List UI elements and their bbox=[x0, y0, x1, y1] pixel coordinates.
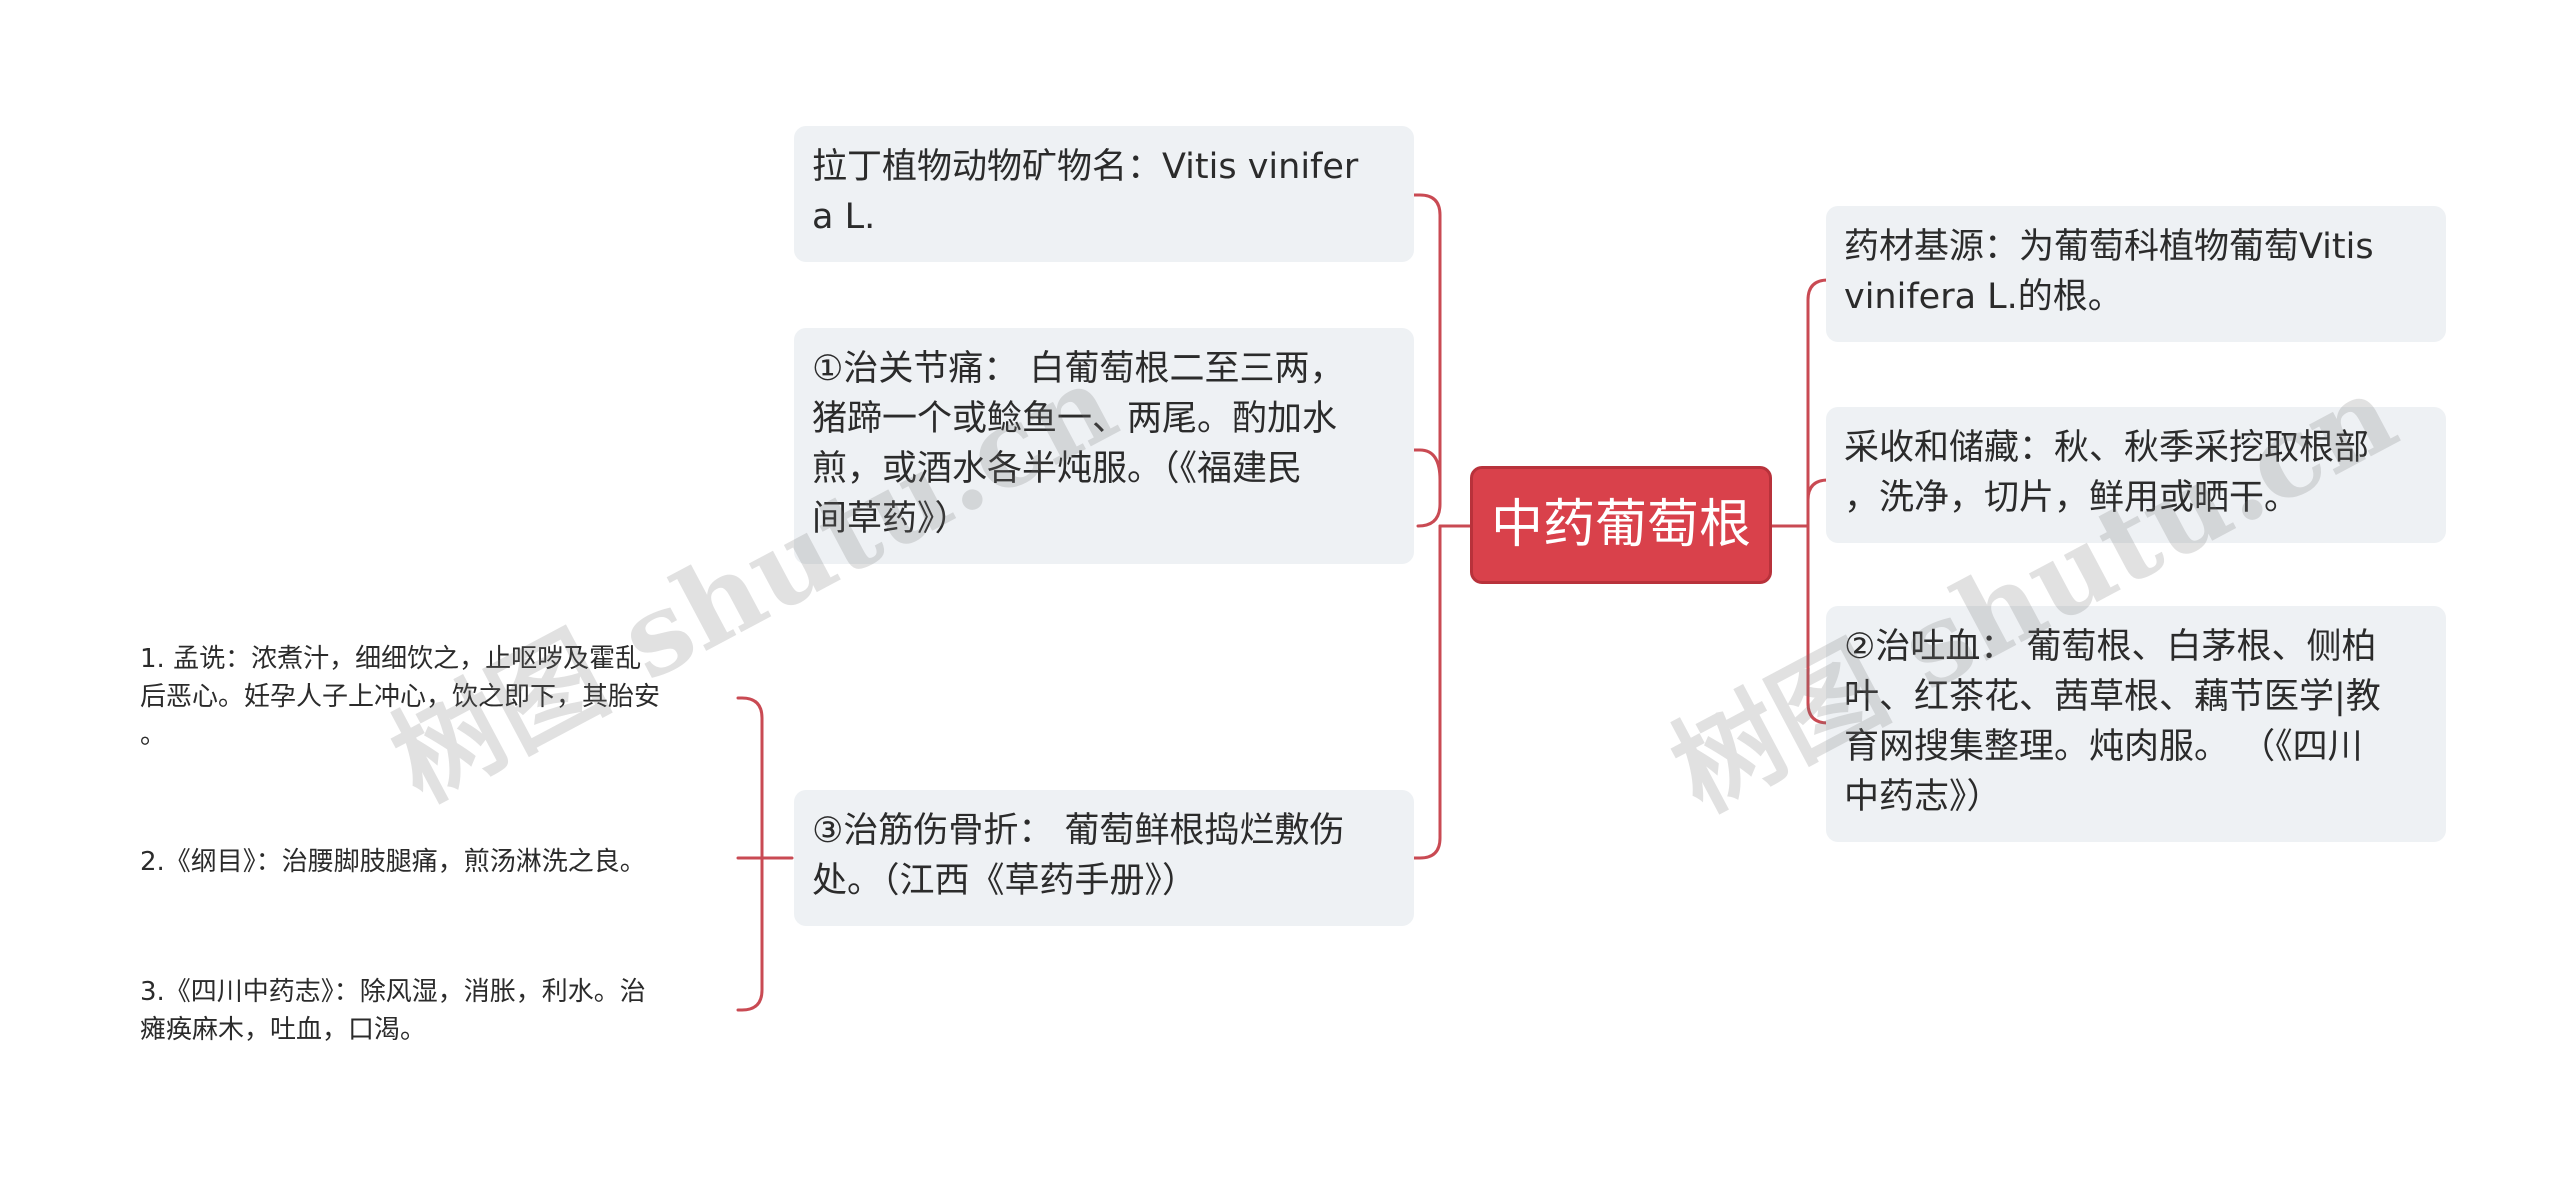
branch-source[interactable]: 药材基源：为葡萄科植物葡萄Vitis vinifera L.的根。 bbox=[1826, 206, 2446, 342]
branch-fracture[interactable]: ③治筋伤骨折： 葡萄鲜根捣烂敷伤 处。（江西《草药手册》） bbox=[794, 790, 1414, 926]
leaf-item-1[interactable]: 1. 孟诜：浓煮汁，细细饮之，止呕哕及霍乱 后恶心。妊孕人子上冲心，饮之即下，其… bbox=[140, 644, 661, 750]
branch-hemoptysis[interactable]: ②治吐血： 葡萄根、白茅根、侧柏 叶、红茶花、茜草根、藕节医学|教 育网搜集整理… bbox=[1826, 606, 2446, 842]
connector-leaf-3 bbox=[736, 856, 764, 1012]
connector-left-2 bbox=[1406, 448, 1442, 482]
branch-latin-name[interactable]: 拉丁植物动物矿物名：Vitis vinifer a L. bbox=[794, 126, 1414, 262]
leaf-item-3[interactable]: 3.《四川中药志》：除风湿，消胀，利水。治 瘫痪麻木，吐血，口渴。 bbox=[140, 977, 646, 1045]
branch-joint-pain[interactable]: ①治关节痛： 白葡萄根二至三两， 猪蹄一个或鲶鱼一、两尾。酌加水 煎，或酒水各半… bbox=[794, 328, 1414, 564]
leaf-item-2[interactable]: 2.《纲目》：治腰脚肢腿痛，煎汤淋洗之良。 bbox=[140, 847, 646, 877]
root-node[interactable]: 中药葡萄根 bbox=[1470, 466, 1772, 584]
connector-left-1 bbox=[1406, 193, 1442, 528]
connector-left-3 bbox=[1406, 524, 1442, 860]
connector-leaf-1 bbox=[736, 696, 764, 860]
branch-harvest[interactable]: 采收和储藏：秋、秋季采挖取根部 ，洗净，切片，鲜用或晒干。 bbox=[1826, 407, 2446, 543]
